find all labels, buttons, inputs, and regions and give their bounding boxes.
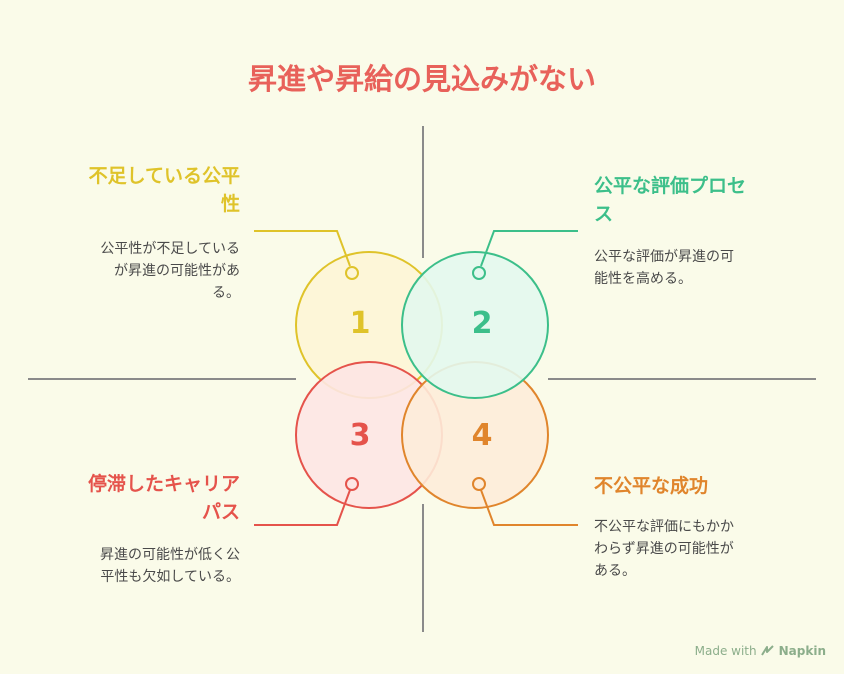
item-3-desc-line2: 平性も欠如している。 (100, 569, 240, 585)
item-1-desc-line3: る。 (212, 285, 240, 301)
footer-made-with-text: Made with (694, 644, 757, 658)
connector-4 (480, 489, 578, 526)
item-4-heading-line1: 不公平な成功 (594, 475, 709, 497)
marker-1 (345, 266, 359, 280)
item-2-heading: 公平な評価プロセ ス (594, 172, 814, 228)
connector-2 (480, 230, 578, 267)
item-3-desc-line1: 昇進の可能性が低く公 (100, 547, 240, 563)
item-3-heading: 停滞したキャリア パス (20, 470, 240, 526)
item-2-desc-line1: 公平な評価が昇進の可 (594, 249, 734, 265)
marker-3 (345, 477, 359, 491)
item-3-heading-line1: 停滞したキャリア (87, 473, 240, 495)
item-4-description: 不公平な評価にもかか わらず昇進の可能性が ある。 (594, 516, 814, 582)
item-4-heading: 不公平な成功 (594, 472, 814, 500)
item-3-heading-line2: パス (201, 501, 240, 523)
item-1-heading-line1: 不足している公平 (88, 165, 240, 187)
napkin-logo-icon (760, 645, 774, 656)
connector-3 (254, 489, 351, 526)
footer-brand-text: Napkin (778, 644, 826, 658)
page-title: 昇進や昇給の見込みがない (247, 62, 596, 96)
item-3-description: 昇進の可能性が低く公 平性も欠如している。 (20, 544, 240, 588)
made-with-napkin-footer[interactable]: Made with Napkin (695, 644, 826, 658)
item-4-desc-line3: ある。 (594, 563, 636, 579)
marker-2 (472, 266, 486, 280)
item-2-heading-line2: ス (594, 203, 614, 225)
number-2: 2 (471, 306, 493, 341)
item-1-heading: 不足している公平 性 (20, 162, 240, 218)
number-4: 4 (471, 418, 493, 453)
item-1-desc-line1: 公平性が不足している (100, 241, 240, 257)
circle-2 (401, 251, 549, 399)
marker-4 (472, 477, 486, 491)
item-2-desc-line2: 能性を高める。 (594, 271, 692, 287)
item-1-desc-line2: が昇進の可能性があ (114, 263, 240, 279)
item-4-desc-line1: 不公平な評価にもかか (594, 519, 734, 535)
item-1-description: 公平性が不足している が昇進の可能性があ る。 (20, 238, 240, 304)
item-2-heading-line1: 公平な評価プロセ (594, 175, 747, 197)
number-3: 3 (349, 418, 371, 453)
number-1: 1 (349, 306, 371, 341)
item-2-description: 公平な評価が昇進の可 能性を高める。 (594, 246, 814, 290)
connector-1 (254, 230, 351, 267)
item-4-desc-line2: わらず昇進の可能性が (594, 541, 734, 557)
item-1-heading-line2: 性 (220, 193, 240, 215)
